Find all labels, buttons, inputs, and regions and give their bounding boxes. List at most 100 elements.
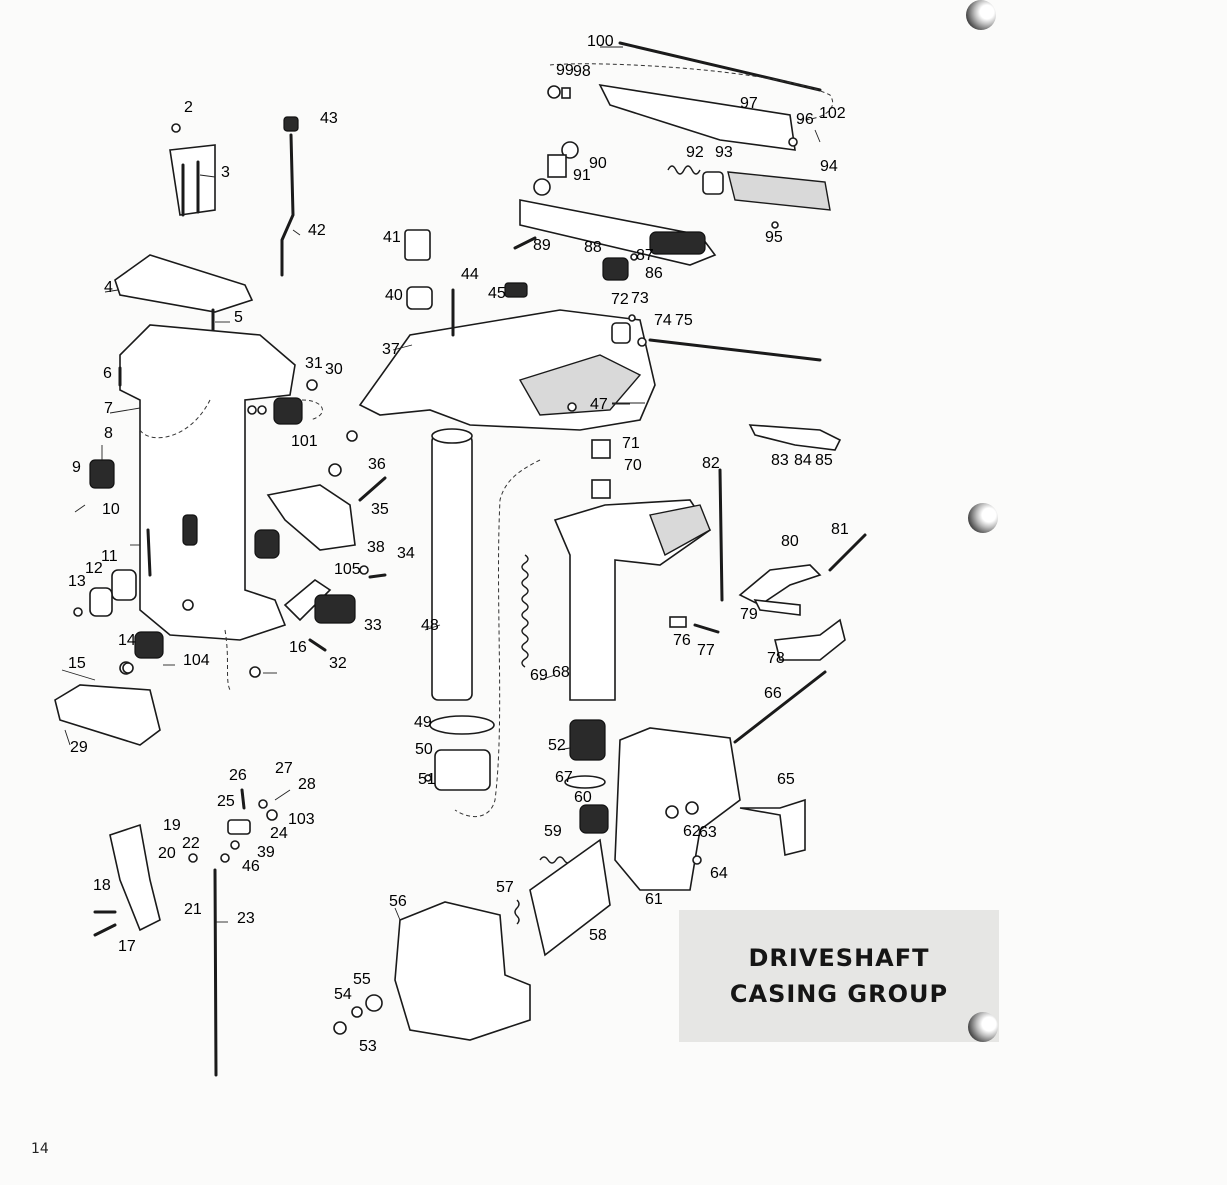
part-90-washer-b xyxy=(533,178,551,196)
callout-label: 55 xyxy=(353,971,371,988)
part-14-mount-a xyxy=(134,631,164,659)
part-59-spring xyxy=(539,856,573,864)
callout-label: 70 xyxy=(624,457,642,474)
callout-label: 71 xyxy=(622,435,640,452)
part-30-nut xyxy=(306,379,318,391)
callout-label: 9 xyxy=(72,459,81,476)
binder-hole-middle xyxy=(968,503,998,533)
part-14-mount-b xyxy=(254,529,280,559)
part-29-clip xyxy=(64,729,71,746)
part-26-screw xyxy=(240,788,246,810)
part-105-clip xyxy=(182,599,194,611)
callout-label: 102 xyxy=(819,105,846,122)
callout-label: 61 xyxy=(645,891,663,908)
part-7-driveshaft-housing xyxy=(119,324,296,641)
callout-label: 83 xyxy=(771,452,789,469)
callout-label: 18 xyxy=(93,877,111,894)
callout-label: 58 xyxy=(589,927,607,944)
callout-label: 82 xyxy=(702,455,720,472)
part-64-nut xyxy=(692,855,702,865)
callout-label: 89 xyxy=(533,237,551,254)
callout-label: 28 xyxy=(298,776,316,793)
callout-label: 59 xyxy=(544,823,562,840)
callout-label: 31 xyxy=(305,355,323,372)
part-103-pin xyxy=(814,129,821,143)
part-91-bracket xyxy=(547,154,567,178)
part-67-ring xyxy=(564,775,606,789)
callout-label: 63 xyxy=(699,824,717,841)
part-24-plate xyxy=(227,819,251,835)
callout-label: 80 xyxy=(781,533,799,550)
callout-label: 13 xyxy=(68,573,86,590)
page-number: 14 xyxy=(31,1141,49,1157)
part-72-clamp xyxy=(611,322,631,344)
part-94-bushing xyxy=(702,171,724,195)
part-60-mount xyxy=(579,804,609,834)
callout-label: 84 xyxy=(794,452,812,469)
part-39-washer xyxy=(230,840,240,850)
callout-label: 85 xyxy=(815,452,833,469)
part-51-pin xyxy=(424,774,432,782)
part-47-screw xyxy=(567,402,577,412)
callout-label: 20 xyxy=(158,845,176,862)
part-92-stud xyxy=(146,528,152,577)
callout-label: 34 xyxy=(397,545,415,562)
part-27-pin xyxy=(258,799,268,809)
part-52-bushing xyxy=(569,719,606,761)
part-50-sleeve xyxy=(434,749,491,791)
callout-label: 15 xyxy=(68,655,86,672)
part-62-washer xyxy=(665,805,679,819)
callout-label: 47 xyxy=(590,396,608,413)
part-53-nut xyxy=(333,1021,347,1035)
callout-label: 64 xyxy=(710,865,728,882)
part-3-bracket xyxy=(169,144,216,216)
callout-label: 2 xyxy=(184,99,193,116)
callout-label: 100 xyxy=(587,33,614,50)
callout-label: 10 xyxy=(102,501,120,518)
callout-label: 38 xyxy=(367,539,385,556)
section-title-box: DRIVESHAFT CASING GROUP xyxy=(679,910,999,1042)
part-29-nut xyxy=(328,463,342,477)
part-56-housing xyxy=(394,901,531,1041)
part-33-mount xyxy=(314,594,356,624)
callout-label: 42 xyxy=(308,222,326,239)
part-69-spring xyxy=(521,554,529,668)
callout-label: 69 xyxy=(530,667,548,684)
part-88-grip-rings xyxy=(649,231,706,255)
part-54-washer xyxy=(351,1006,363,1018)
callout-label: 52 xyxy=(548,737,566,754)
part-10-screw xyxy=(74,504,86,513)
callout-label: 57 xyxy=(496,879,514,896)
callout-label: 93 xyxy=(715,144,733,161)
callout-label: 30 xyxy=(325,361,343,378)
part-32-bolt xyxy=(308,638,327,652)
callout-label: 81 xyxy=(831,521,849,538)
callout-label: 46 xyxy=(242,858,260,875)
callout-label: 35 xyxy=(371,501,389,518)
callout-label: 36 xyxy=(368,456,386,473)
callout-label: 40 xyxy=(385,287,403,304)
binder-hole-top xyxy=(966,0,996,30)
callout-label: 79 xyxy=(740,606,758,623)
callout-label: 96 xyxy=(796,111,814,128)
part-38-washer xyxy=(359,565,369,575)
callout-label: 74 xyxy=(654,312,672,329)
part-35-bracket xyxy=(266,484,356,551)
part-76-clip xyxy=(669,616,687,628)
part-70-pad xyxy=(591,479,611,499)
callout-label: 50 xyxy=(415,741,433,758)
part-40-bushing xyxy=(406,286,433,310)
part-49-ring xyxy=(429,715,495,735)
part-102-bushing xyxy=(273,397,303,425)
callout-label: 56 xyxy=(389,893,407,910)
callout-label: 60 xyxy=(574,789,592,806)
part-95-throttle-grip xyxy=(727,171,831,211)
part-104-washer xyxy=(266,809,278,821)
callout-label: 53 xyxy=(359,1038,377,1055)
callout-label: 16 xyxy=(289,639,307,656)
callout-label: 103 xyxy=(288,811,315,828)
callout-label: 3 xyxy=(221,164,230,181)
part-81-rod xyxy=(828,533,867,572)
